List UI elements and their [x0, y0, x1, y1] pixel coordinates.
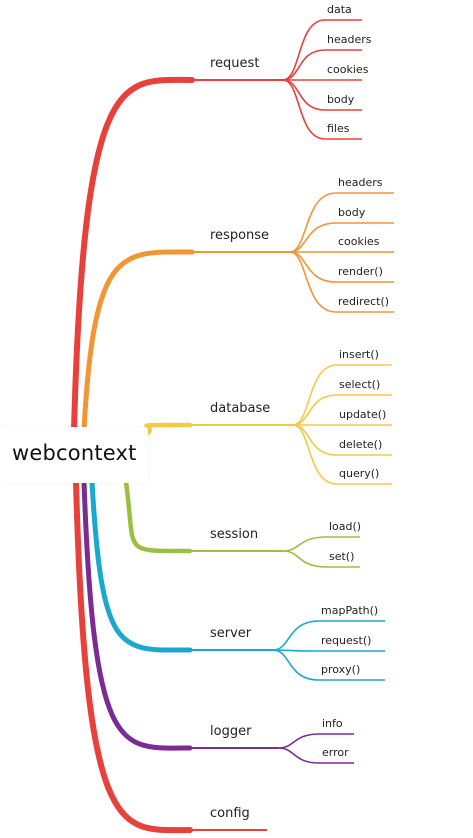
child-label-request-cookies[interactable]: cookies [327, 63, 369, 76]
branch-label-session[interactable]: session [210, 527, 258, 542]
child-connector-response-redirect [289, 251, 337, 313]
branch-connector-server [89, 479, 193, 653]
child-connector-server-proxy [272, 649, 320, 681]
branch-label-server[interactable]: server [210, 626, 252, 641]
child-connector-database-query [292, 424, 338, 485]
root-node-label: webcontext [12, 441, 137, 465]
branch-connector-response [81, 249, 195, 433]
branch-connector-session [123, 479, 193, 554]
child-label-request-body[interactable]: body [327, 93, 355, 106]
child-connector-request-body [282, 79, 326, 111]
child-connector-response-headers [289, 192, 337, 253]
branch-connector-request [71, 76, 195, 433]
child-connector-server-request [272, 649, 320, 652]
child-label-request-files[interactable]: files [327, 122, 350, 135]
branch-label-config[interactable]: config [210, 806, 250, 821]
child-connector-logger-error [277, 747, 321, 764]
child-label-database-query[interactable]: query() [339, 467, 379, 480]
child-connector-logger-info [277, 733, 321, 749]
mindmap-nodes: request data headers cookies body files respon… [210, 3, 389, 821]
branch-label-request[interactable]: request [210, 56, 259, 71]
child-label-response-redirect[interactable]: redirect() [338, 295, 389, 308]
root-node[interactable] [0, 427, 148, 483]
child-label-database-delete[interactable]: delete() [339, 438, 382, 451]
child-connector-database-select [292, 394, 338, 426]
child-connector-request-headers [282, 49, 326, 81]
branch-label-logger[interactable]: logger [210, 724, 252, 739]
child-label-logger-error[interactable]: error [322, 746, 349, 759]
child-label-database-select[interactable]: select() [339, 378, 380, 391]
child-connector-request-data [282, 19, 326, 81]
child-label-response-body[interactable]: body [338, 206, 366, 219]
child-label-database-update[interactable]: update() [339, 408, 386, 421]
child-label-request-data[interactable]: data [327, 3, 352, 16]
child-label-server-proxy[interactable]: proxy() [321, 663, 360, 676]
child-connector-database-insert [292, 364, 338, 426]
branch-connector-database [144, 422, 193, 436]
branch-label-database[interactable]: database [210, 401, 270, 416]
child-connector-session-set [282, 550, 328, 568]
child-label-response-cookies[interactable]: cookies [338, 235, 380, 248]
child-connector-request-files [282, 79, 326, 140]
child-connector-session-load [282, 536, 328, 552]
child-label-response-headers[interactable]: headers [338, 176, 383, 189]
child-label-request-headers[interactable]: headers [327, 33, 372, 46]
mindmap-edges [71, 19, 394, 834]
child-label-session-set[interactable]: set() [329, 550, 354, 563]
child-label-session-load[interactable]: load() [329, 520, 361, 533]
child-label-server-request[interactable]: request() [321, 634, 371, 647]
branch-label-response[interactable]: response [210, 228, 269, 243]
child-connector-response-body [289, 222, 337, 253]
branch-connector-config [73, 479, 193, 834]
child-label-response-render[interactable]: render() [338, 265, 383, 278]
child-label-server-mappath[interactable]: mapPath() [321, 604, 378, 617]
child-connector-server-mappath [272, 620, 320, 651]
child-label-database-insert[interactable]: insert() [339, 348, 379, 361]
branch-connector-logger [81, 479, 193, 751]
child-label-logger-info[interactable]: info [322, 717, 343, 730]
